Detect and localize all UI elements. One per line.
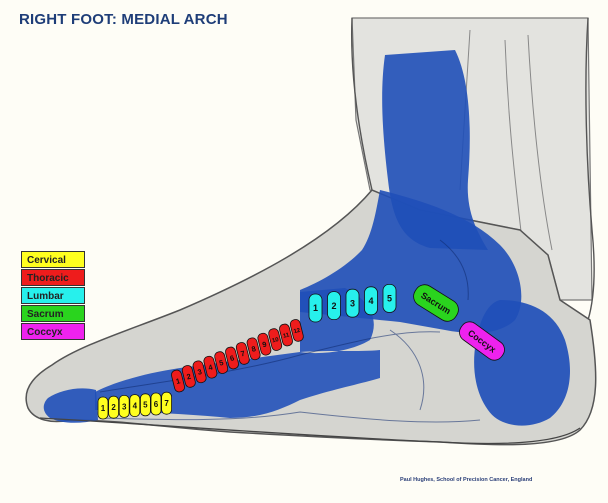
lumbar-vertebra-2-label: 2 [331,301,336,311]
cervical-vertebra-3: 3 [119,395,129,417]
legend-item-thoracic: Thoracic [21,269,85,286]
lumbar-vertebra-3: 3 [346,289,359,317]
lumbar-vertebra-2: 2 [328,292,341,320]
lumbar-vertebra-1: 1 [309,294,322,322]
lumbar-vertebra-3-label: 3 [350,298,355,308]
legend-item-lumbar: Lumbar [21,287,85,304]
spine-legend: Cervical Thoracic Lumbar Sacrum Coccyx [21,251,85,341]
lumbar-vertebra-4-label: 4 [368,296,373,306]
page-title: RIGHT FOOT: MEDIAL ARCH [19,11,228,28]
lumbar-vertebra-1-label: 1 [313,303,318,313]
cervical-vertebra-7-label: 7 [164,399,169,408]
cervical-vertebra-4: 4 [130,395,140,417]
lumbar-vertebra-5-label: 5 [387,294,392,304]
attribution-caption: Paul Hughes, School of Precision Cancer,… [400,477,532,483]
cervical-vertebra-2: 2 [109,396,119,418]
legend-item-coccyx: Coccyx [21,323,85,340]
lumbar-vertebra-5: 5 [383,284,396,312]
cervical-vertebra-6-label: 6 [154,400,159,409]
cervical-vertebra-7: 7 [162,392,172,414]
cervical-vertebra-2-label: 2 [111,403,116,412]
cervical-vertebra-5: 5 [140,394,150,416]
cervical-vertebra-6: 6 [151,393,161,415]
cervical-vertebra-5-label: 5 [143,401,148,410]
legend-item-cervical: Cervical [21,251,85,268]
cervical-vertebra-4-label: 4 [133,401,138,410]
cervical-vertebra-3-label: 3 [122,402,127,411]
cervical-vertebra-1-label: 1 [101,404,106,413]
cervical-vertebra-1: 1 [98,397,108,419]
lumbar-vertebra-4: 4 [365,287,378,315]
legend-item-sacrum: Sacrum [21,305,85,322]
